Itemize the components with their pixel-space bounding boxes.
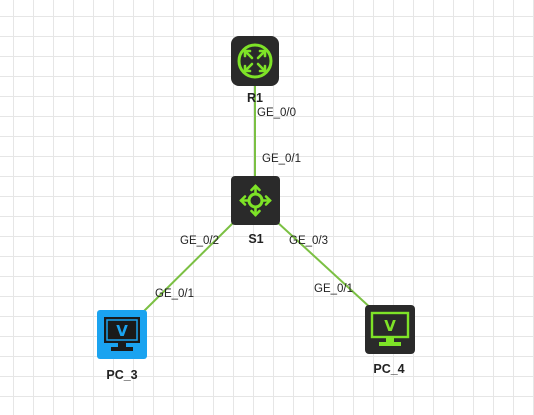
link-s1-pc3[interactable] <box>139 220 236 316</box>
port-label-s1-ge02: GE_0/2 <box>180 235 219 247</box>
link-s1-pc4[interactable] <box>275 220 375 312</box>
port-label-s1-ge03: GE_0/3 <box>289 235 328 247</box>
node-pc4[interactable]: V PC_4 <box>365 305 415 376</box>
port-label-pc3-ge01: GE_0/1 <box>155 288 194 300</box>
port-label-s1-ge01: GE_0/1 <box>262 153 301 165</box>
node-label-pc3: PC_3 <box>106 368 137 382</box>
node-s1[interactable]: S1 <box>231 176 280 246</box>
port-label-r1-ge00: GE_0/0 <box>257 107 296 119</box>
node-label-r1: R1 <box>247 91 263 105</box>
node-pc3[interactable]: V PC_3 <box>97 310 147 382</box>
node-label-s1: S1 <box>248 232 263 246</box>
svg-text:V: V <box>384 317 396 335</box>
svg-text:V: V <box>116 322 128 340</box>
node-label-pc4: PC_4 <box>373 362 404 376</box>
switch-icon <box>231 176 280 225</box>
monitor-icon <box>365 305 415 354</box>
port-label-pc4-ge01: GE_0/1 <box>314 283 353 295</box>
node-r1[interactable]: R1 <box>231 36 279 105</box>
